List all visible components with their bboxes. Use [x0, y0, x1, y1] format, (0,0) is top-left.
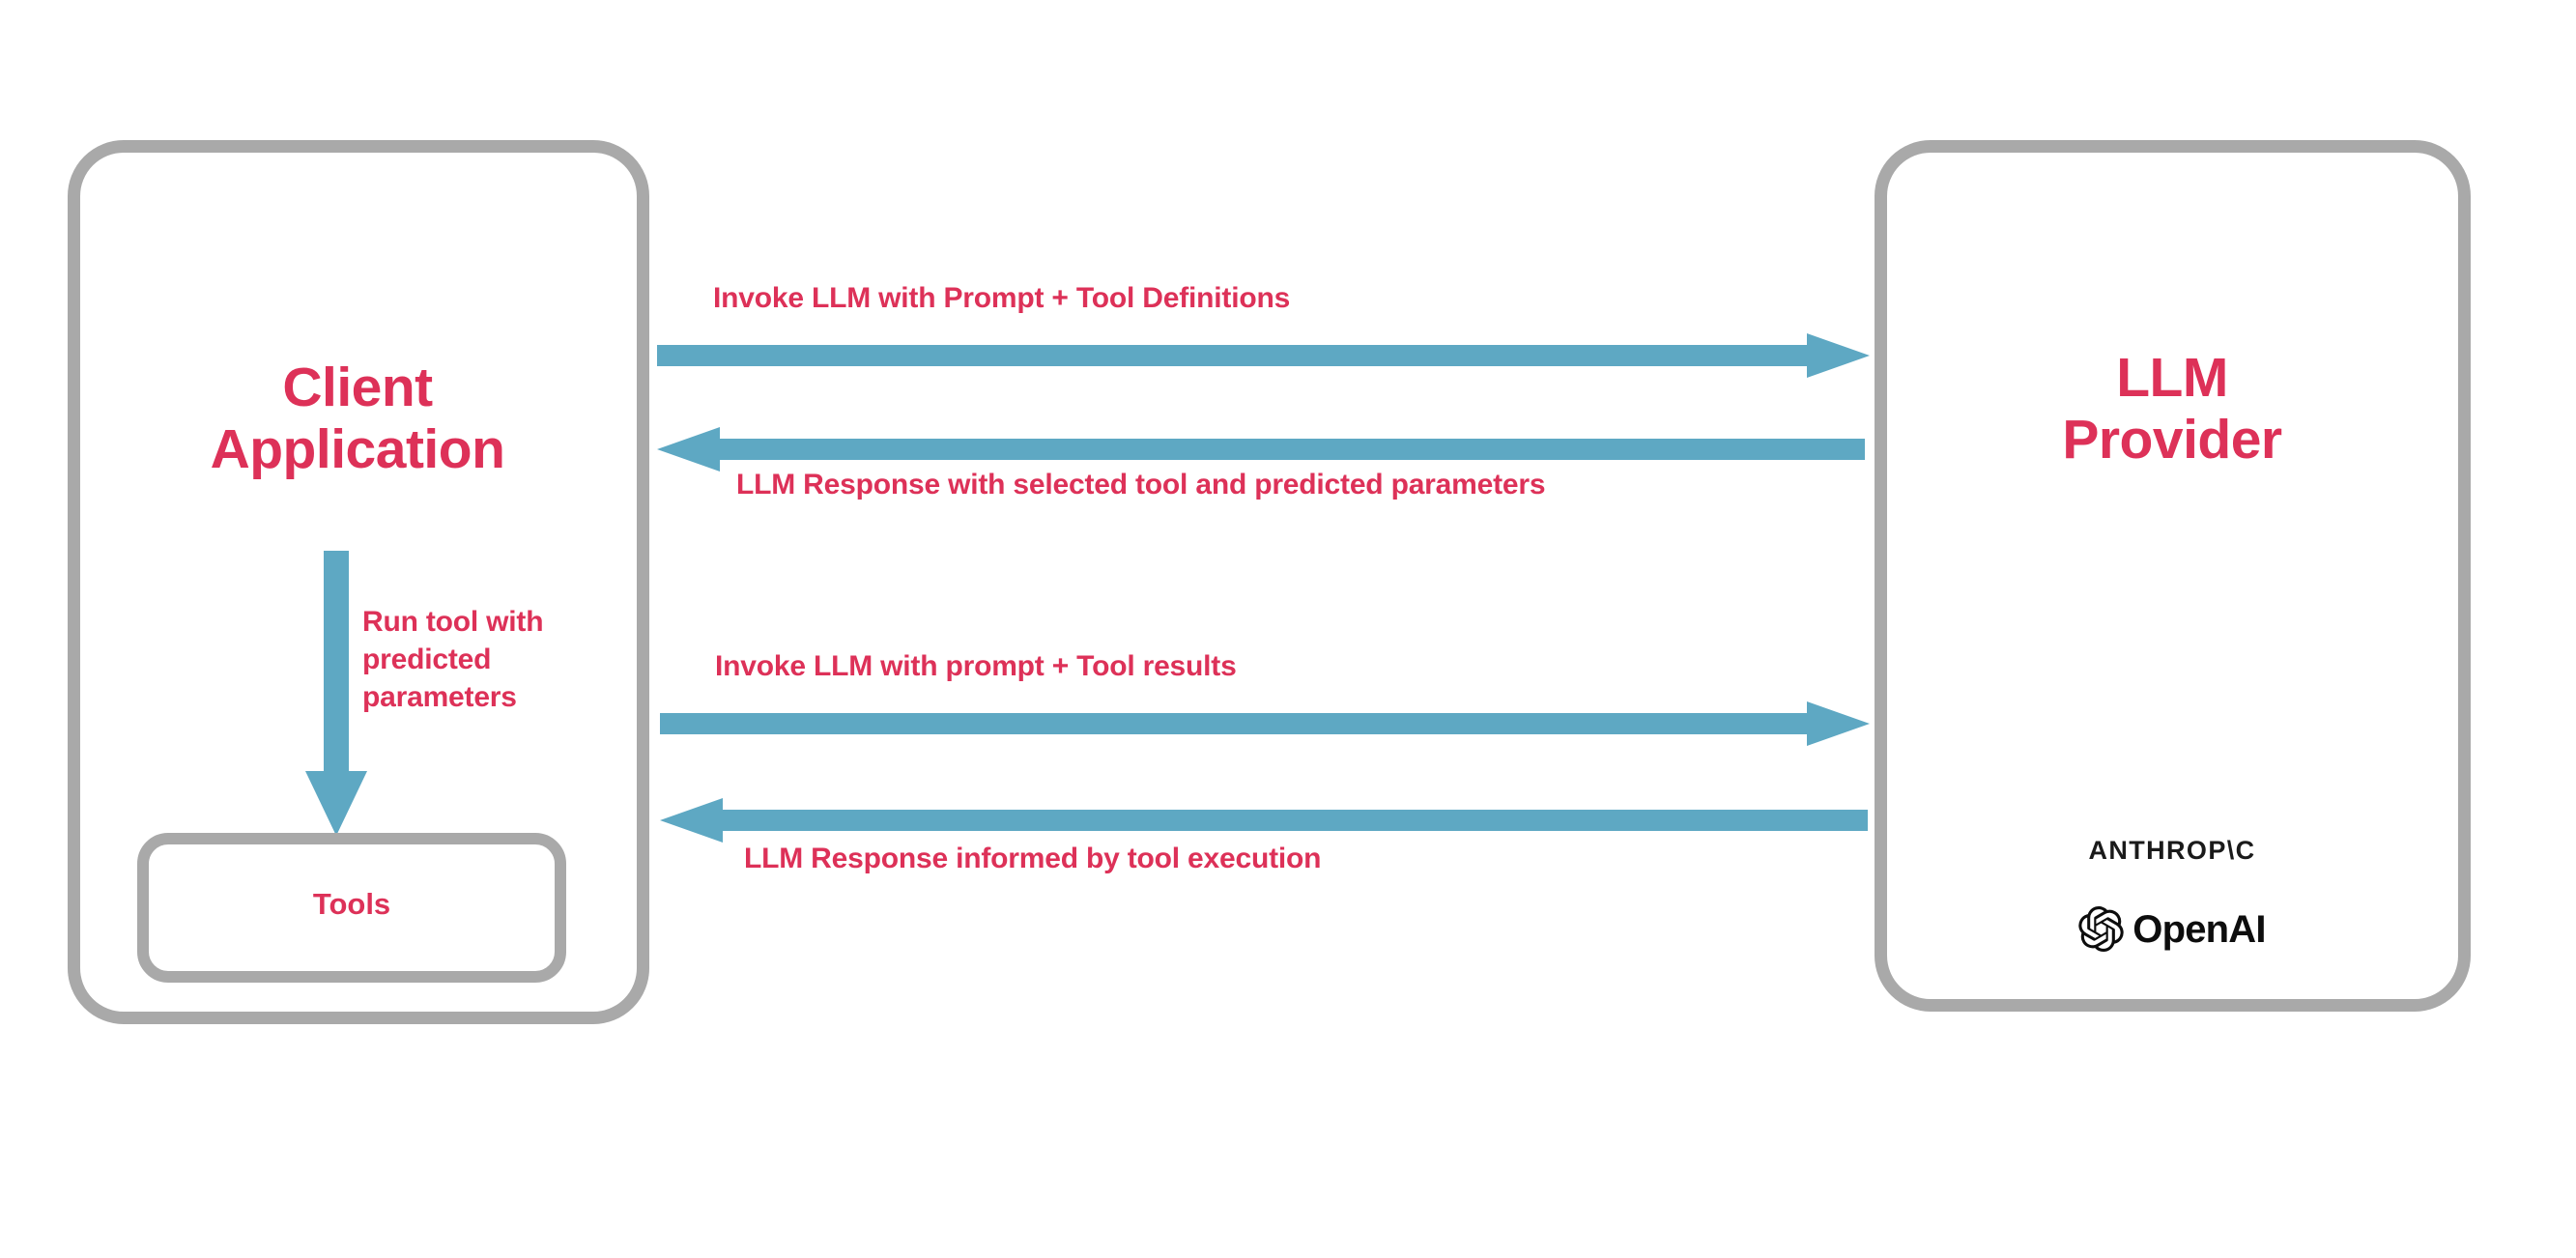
tools-node	[137, 833, 566, 983]
tools-label: Tools	[312, 887, 391, 921]
message-label-response-with-selected-tool: LLM Response with selected tool and pred…	[736, 469, 1546, 500]
arrow-right-icon	[657, 333, 1870, 378]
openai-logo-lockup: OpenAI	[1884, 906, 2460, 952]
client-application-title: Client Application	[210, 357, 505, 480]
message-label-invoke-with-tool-definitions: Invoke LLM with Prompt + Tool Definition…	[713, 282, 1291, 314]
openai-wordmark: OpenAI	[2132, 907, 2266, 951]
openai-logo-icon	[2078, 906, 2124, 952]
message-label-response-informed-by-tool: LLM Response informed by tool execution	[744, 843, 1322, 874]
message-label-invoke-with-tool-results: Invoke LLM with prompt + Tool results	[715, 650, 1237, 682]
llm-provider-node	[1875, 140, 2471, 1012]
anthropic-wordmark-icon: ANTHROP\C	[2088, 836, 2256, 865]
arrow-right-icon	[660, 701, 1870, 746]
arrow-left-icon	[657, 427, 1865, 472]
arrow-left-icon	[660, 798, 1868, 843]
run-tool-caption: Run tool with predicted parameters	[362, 606, 544, 713]
arrow-down-icon	[301, 551, 371, 836]
llm-provider-title: LLM Provider	[2062, 347, 2282, 471]
